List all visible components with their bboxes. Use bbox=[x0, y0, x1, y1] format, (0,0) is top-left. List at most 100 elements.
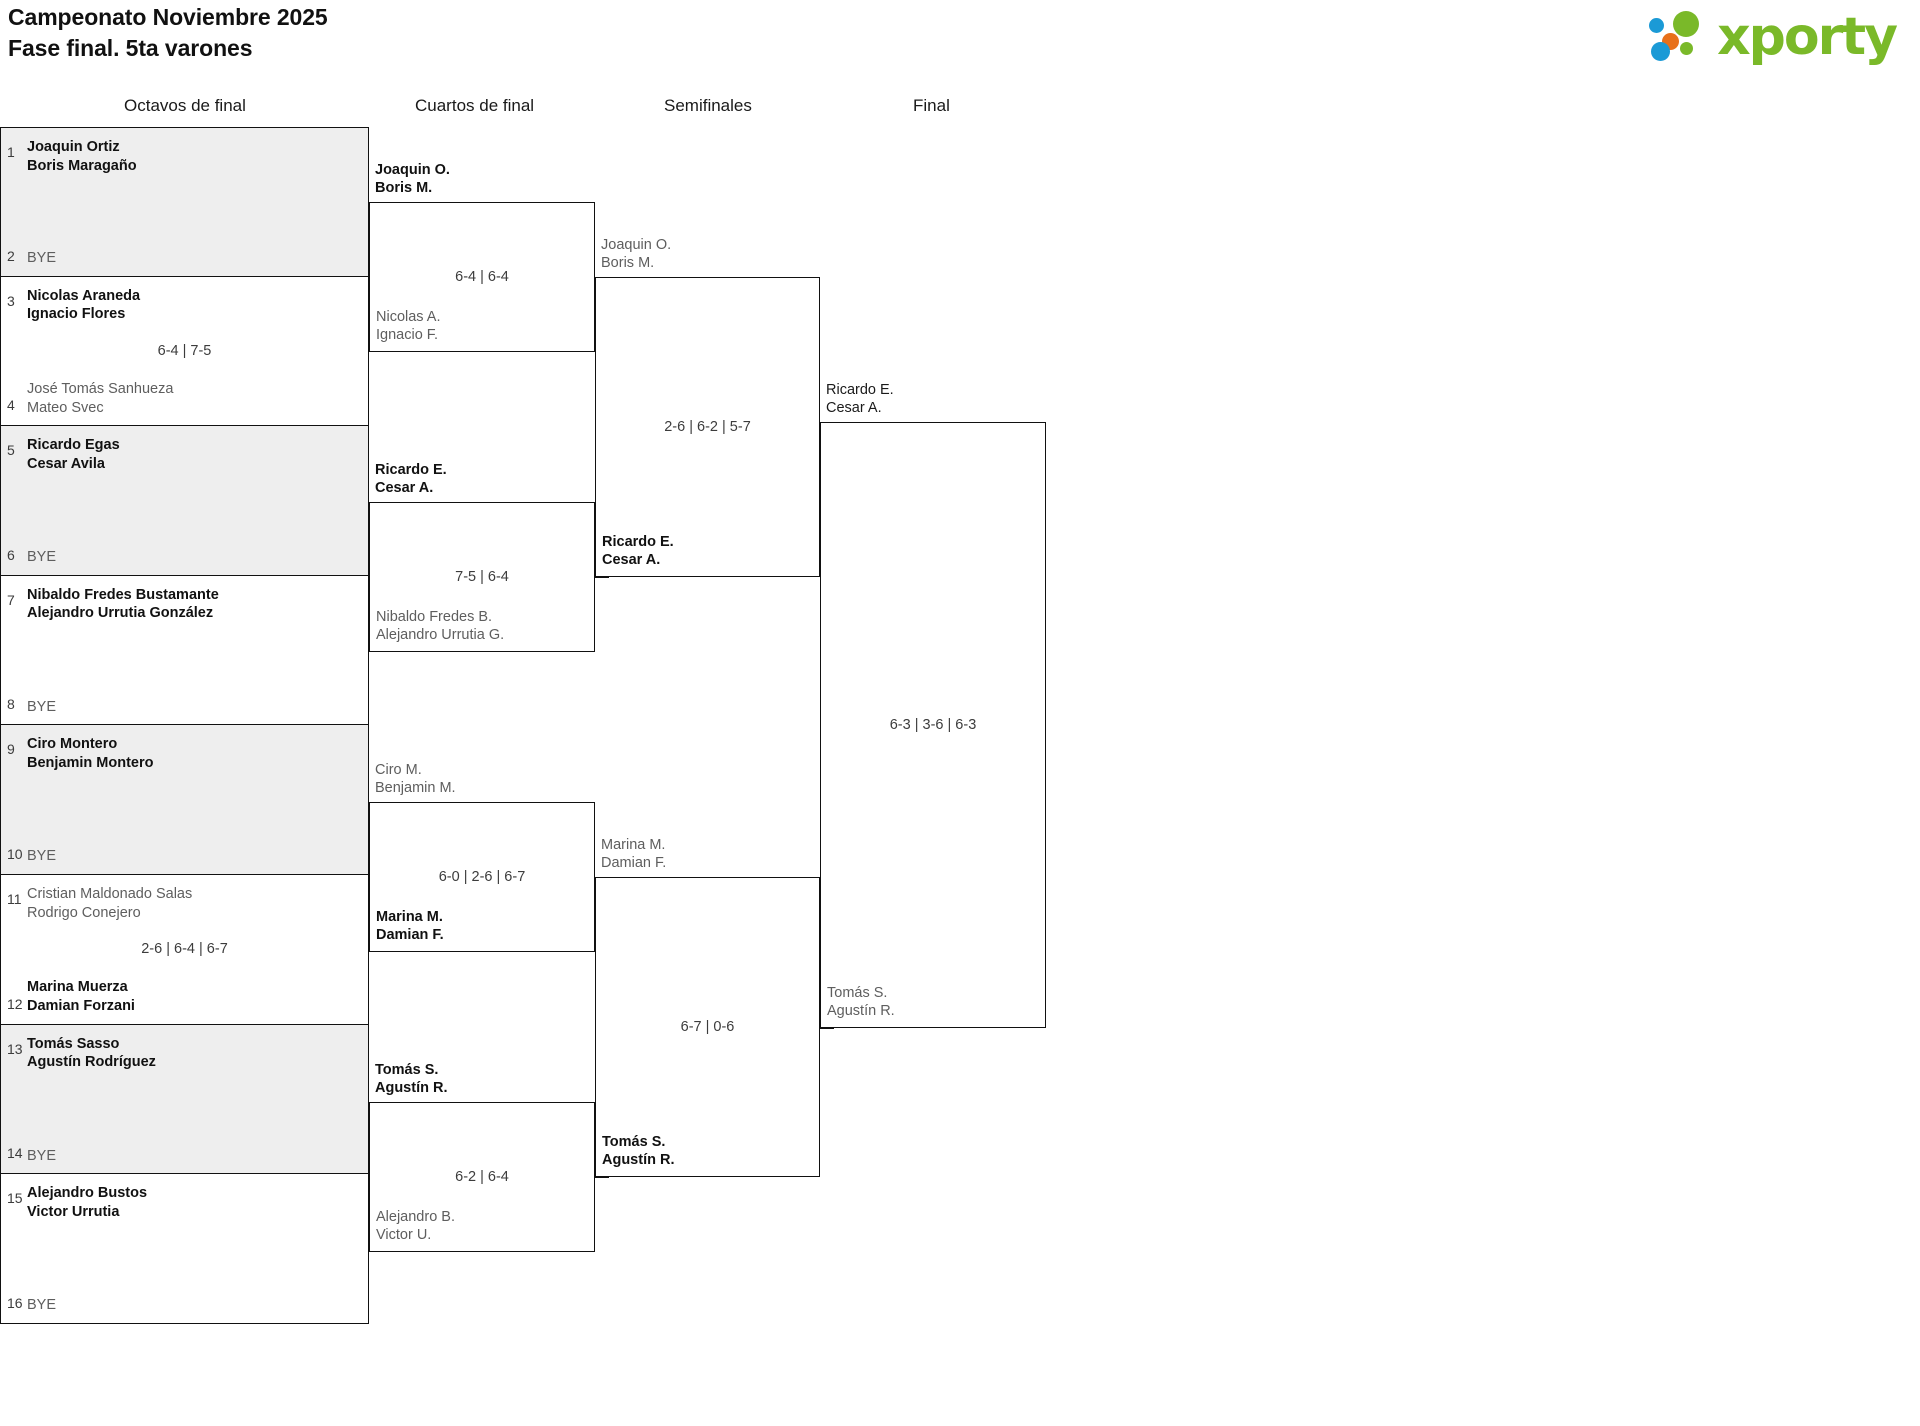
connector-sf1 bbox=[820, 422, 834, 423]
player-name: Joaquin O. bbox=[601, 236, 672, 253]
player-name: Ricardo E. bbox=[602, 533, 674, 550]
player-name: Ignacio F. bbox=[376, 327, 439, 344]
player-name: Ricardo Egas bbox=[27, 437, 120, 454]
r1-match-2[interactable]: 3 Nicolas Araneda Ignacio Flores 6-4 | 7… bbox=[0, 276, 369, 427]
player-name: Cristian Maldonado Salas bbox=[27, 885, 193, 902]
player-name: Alejandro Bustos bbox=[27, 1185, 148, 1202]
player-name: Tomás S. bbox=[602, 1133, 666, 1150]
r1-match-5[interactable]: 9 Ciro Montero Benjamin Montero 10 BYE bbox=[0, 725, 369, 875]
player-name: Boris M. bbox=[375, 180, 433, 197]
player-name: Tomás S. bbox=[827, 984, 888, 1001]
player-name: Damian F. bbox=[376, 927, 444, 944]
round-header-cuartos: Cuartos de final bbox=[415, 96, 535, 115]
player-name: Nibaldo Fredes B. bbox=[376, 608, 493, 625]
seed-number: 16 bbox=[7, 1294, 23, 1311]
player-name: Marina M. bbox=[601, 836, 666, 853]
player-name: Cesar A. bbox=[375, 480, 434, 497]
player-name: Joaquin O. bbox=[375, 161, 450, 178]
player-name: Alejandro Urrutia González bbox=[27, 605, 214, 622]
match-score: 6-4 | 7-5 bbox=[157, 342, 212, 359]
tournament-phase: Fase final. 5ta varones bbox=[8, 35, 253, 62]
seed-number: 4 bbox=[7, 397, 15, 414]
player-name: Ricardo E. bbox=[826, 381, 894, 398]
player-name: Alejandro Urrutia G. bbox=[376, 627, 505, 644]
r1-match-8[interactable]: 15 Alejandro Bustos Victor Urrutia 16 BY… bbox=[0, 1174, 369, 1324]
player-name: Boris M. bbox=[601, 255, 655, 272]
logo-dots-icon bbox=[1649, 9, 1709, 65]
player-name: Nicolas A. bbox=[376, 308, 441, 325]
match-score: 7-5 | 6-4 bbox=[455, 569, 509, 585]
seed-number: 15 bbox=[7, 1190, 23, 1207]
player-name: Marina M. bbox=[376, 908, 443, 925]
player-name: Joaquin Ortiz bbox=[27, 139, 120, 155]
connector-sf2 bbox=[820, 1028, 834, 1029]
player-name: José Tomás Sanhueza bbox=[27, 381, 174, 398]
player-name: Victor Urrutia bbox=[27, 1203, 120, 1220]
player-name: Nicolas Araneda bbox=[27, 287, 141, 304]
tournament-name: Campeonato Noviembre 2025 bbox=[8, 4, 328, 30]
player-name: Agustín Rodríguez bbox=[27, 1054, 156, 1071]
seed-number: 5 bbox=[7, 442, 15, 459]
player-name: Agustín R. bbox=[827, 1003, 895, 1020]
player-name: BYE bbox=[27, 250, 57, 267]
player-name: Benjamin Montero bbox=[27, 754, 154, 771]
seed-number: 3 bbox=[7, 292, 15, 309]
match-score: 6-2 | 6-4 bbox=[455, 1169, 509, 1185]
match-score: 6-7 | 0-6 bbox=[680, 1019, 735, 1035]
connector-qf4 bbox=[595, 1177, 609, 1178]
player-name: Ricardo E. bbox=[375, 461, 447, 478]
xporty-logo: xporty bbox=[1649, 6, 1898, 68]
player-name: Nibaldo Fredes Bustamante bbox=[27, 586, 219, 603]
match-score: 2-6 | 6-4 | 6-7 bbox=[141, 941, 228, 958]
round-header-octavos: Octavos de final bbox=[124, 96, 246, 115]
round1-column: 1 Joaquin Ortiz Boris Maragaño 2 BYE 3 N… bbox=[0, 127, 369, 1324]
player-name: Cesar A. bbox=[602, 552, 661, 569]
seed-number: 12 bbox=[7, 995, 23, 1012]
r1-match-1[interactable]: 1 Joaquin Ortiz Boris Maragaño 2 BYE bbox=[0, 127, 369, 277]
seed-number: 6 bbox=[7, 546, 15, 563]
seed-number: 10 bbox=[7, 845, 23, 862]
seed-number: 11 bbox=[7, 890, 22, 907]
player-name: Alejandro B. bbox=[376, 1208, 455, 1225]
connector-qf3 bbox=[595, 877, 609, 878]
player-name: Ignacio Flores bbox=[27, 306, 126, 323]
player-name: Damian F. bbox=[601, 855, 667, 872]
player-name: BYE bbox=[27, 1147, 57, 1164]
match-score: 6-4 | 6-4 bbox=[455, 269, 509, 285]
seed-number: 2 bbox=[7, 247, 15, 264]
player-name: BYE bbox=[27, 698, 57, 715]
player-name: Boris Maragaño bbox=[27, 157, 137, 174]
r1-match-7[interactable]: 13 Tomás Sasso Agustín Rodríguez 14 BYE bbox=[0, 1024, 369, 1175]
r1-match-3[interactable]: 5 Ricardo Egas Cesar Avila 6 BYE bbox=[0, 426, 369, 576]
match-score: 6-0 | 2-6 | 6-7 bbox=[438, 869, 526, 885]
player-name: Victor U. bbox=[376, 1227, 432, 1244]
player-name: Rodrigo Conejero bbox=[27, 904, 141, 921]
connector-qf1 bbox=[595, 277, 609, 278]
page-title: Campeonato Noviembre 2025 Fase final. 5t… bbox=[8, 2, 328, 64]
logo-wordmark: xporty bbox=[1717, 7, 1898, 67]
r1-match-6[interactable]: 11 Cristian Maldonado Salas Rodrigo Cone… bbox=[0, 874, 369, 1025]
player-name: BYE bbox=[27, 549, 57, 566]
player-name: BYE bbox=[27, 848, 57, 865]
player-name: Ciro Montero bbox=[27, 736, 118, 753]
player-name: Mateo Svec bbox=[27, 399, 104, 416]
round-header-semifinales: Semifinales bbox=[664, 96, 752, 115]
r1-match-4[interactable]: 7 Nibaldo Fredes Bustamante Alejandro Ur… bbox=[0, 575, 369, 726]
player-name: Damian Forzani bbox=[27, 998, 135, 1015]
player-name: Cesar Avila bbox=[27, 455, 105, 472]
seed-number: 9 bbox=[7, 741, 15, 758]
player-name: Benjamin M. bbox=[375, 780, 456, 797]
player-name: Tomás S. bbox=[375, 1061, 439, 1078]
player-name: Ciro M. bbox=[375, 761, 422, 778]
seed-number: 14 bbox=[7, 1145, 23, 1162]
seed-number: 1 bbox=[7, 144, 15, 160]
player-name: Agustín R. bbox=[375, 1080, 448, 1097]
match-score: 2-6 | 6-2 | 5-7 bbox=[664, 419, 751, 435]
seed-number: 8 bbox=[7, 696, 15, 713]
player-name: Cesar A. bbox=[826, 400, 882, 417]
connector-qf2 bbox=[595, 577, 609, 578]
seed-number: 7 bbox=[7, 591, 15, 608]
match-score: 6-3 | 3-6 | 6-3 bbox=[889, 717, 977, 733]
round-header-final: Final bbox=[913, 96, 950, 115]
player-name: Agustín R. bbox=[602, 1152, 675, 1169]
